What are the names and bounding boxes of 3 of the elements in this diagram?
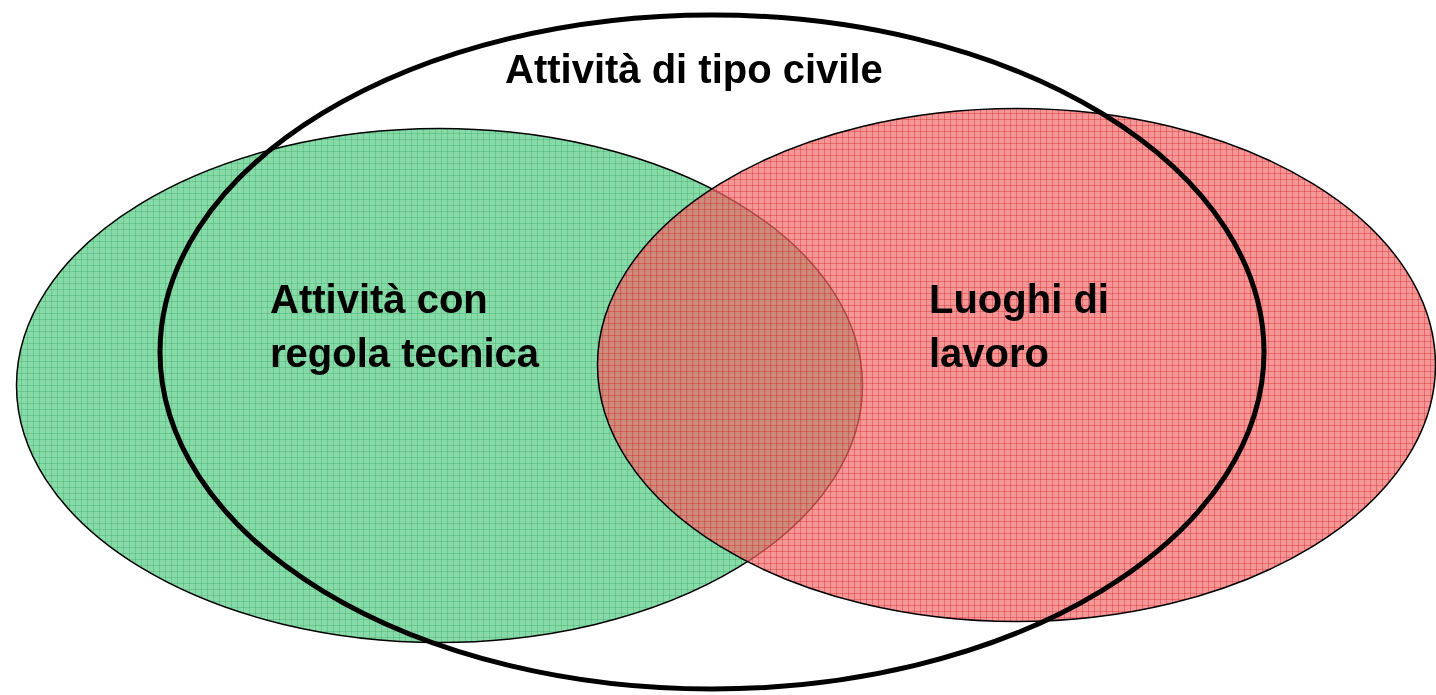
set-label: Attività di tipo civile (505, 46, 883, 93)
set-label: Attività con regola tecnica (270, 276, 541, 377)
set-label: Luoghi di lavoro (929, 276, 1110, 377)
